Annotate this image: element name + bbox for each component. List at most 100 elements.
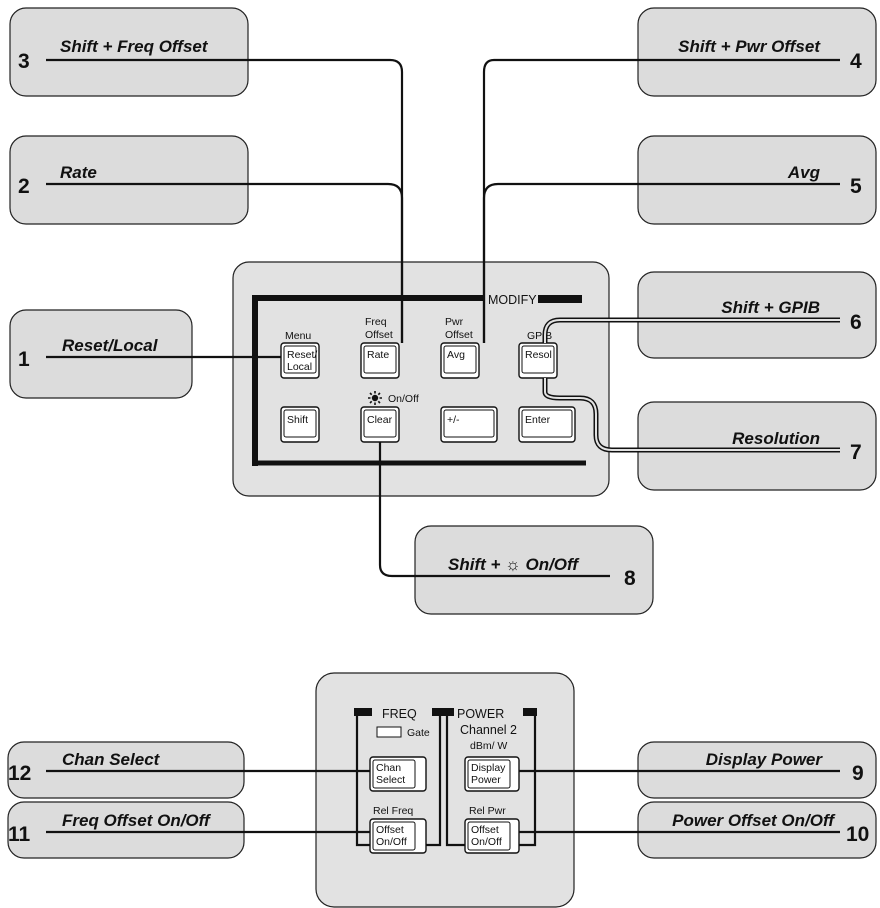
- sun-icon: ☼: [505, 555, 521, 574]
- callout-number-12: 12: [8, 762, 31, 785]
- chan-select-button-label-1: Chan: [376, 762, 401, 774]
- callout-number-9: 9: [852, 762, 864, 785]
- modify-indicator-block: [538, 295, 582, 303]
- label-gpib: GPIB: [527, 330, 552, 342]
- shift-button[interactable]: Shift: [280, 406, 320, 443]
- callout-label-12: Chan Select: [62, 750, 161, 769]
- freq-offset-on-off-button[interactable]: Offset On/Off: [369, 818, 427, 854]
- rel-freq-label: Rel Freq: [373, 805, 413, 817]
- callout-number-5: 5: [850, 175, 862, 198]
- callout-label-5: Avg: [787, 163, 821, 182]
- enter-button-label: Enter: [525, 414, 551, 426]
- display-power-button-label-1: Display: [471, 762, 506, 774]
- label-on-off: On/Off: [388, 393, 419, 405]
- callout-number-11: 11: [8, 823, 31, 846]
- freq-offset-button-label-1: Offset: [376, 824, 404, 836]
- leader-line-5: [482, 182, 840, 343]
- callout-label-8-suffix: On/Off: [521, 555, 581, 574]
- avg-button-label: Avg: [447, 349, 465, 361]
- display-power-button[interactable]: Display Power: [464, 756, 520, 792]
- callout-number-4: 4: [850, 50, 862, 73]
- callout-number-7: 7: [850, 441, 862, 464]
- leader-line-8: [378, 442, 610, 578]
- clear-button[interactable]: Clear: [360, 406, 400, 443]
- power-offset-button-label-1: Offset: [471, 824, 499, 836]
- power-offset-button-label-2: On/Off: [471, 836, 502, 848]
- callout-number-3: 3: [18, 50, 30, 73]
- reset-local-button[interactable]: Reset/ Local: [280, 342, 320, 379]
- power-section-title: POWER: [457, 707, 504, 721]
- callout-label-9: Display Power: [706, 750, 824, 769]
- callout-label-10: Power Offset On/Off: [672, 811, 836, 830]
- power-offset-on-off-button[interactable]: Offset On/Off: [464, 818, 520, 854]
- label-menu: Menu: [285, 330, 311, 342]
- label-pwr-offset: Offset: [445, 329, 473, 341]
- callout-box-6: [637, 271, 877, 359]
- callout-label-4: Shift + Pwr Offset: [678, 37, 821, 56]
- callout-box-8: [414, 525, 654, 615]
- chan-select-button[interactable]: Chan Select: [369, 756, 427, 792]
- resol-button-label: Resol: [525, 349, 552, 361]
- gate-indicator: [376, 726, 402, 738]
- rel-pwr-label: Rel Pwr: [469, 805, 506, 817]
- reset-local-button-label-1: Reset/: [287, 349, 317, 361]
- rate-button[interactable]: Rate: [360, 342, 400, 379]
- leader-line-6-inner: [544, 319, 840, 343]
- callout-label-3: Shift + Freq Offset: [60, 37, 209, 56]
- callout-number-1: 1: [18, 348, 30, 371]
- callout-label-7: Resolution: [732, 429, 820, 448]
- label-freq: Freq: [365, 316, 387, 328]
- label-pwr: Pwr: [445, 316, 464, 328]
- callout-label-6: Shift + GPIB: [721, 298, 820, 317]
- callout-number-6: 6: [850, 311, 862, 334]
- clear-button-label: Clear: [367, 414, 393, 426]
- callout-label-11: Freq Offset On/Off: [62, 811, 212, 830]
- sun-icon: [368, 391, 382, 405]
- freq-power-panel: FREQ POWER Gate Channel 2 dBm/ W Rel Fre…: [315, 672, 575, 908]
- gate-label: Gate: [407, 727, 430, 739]
- freq-section-title: FREQ: [382, 707, 417, 721]
- channel-label: Channel 2: [460, 723, 517, 737]
- shift-button-label: Shift: [287, 414, 308, 426]
- callout-boxes: [7, 7, 877, 859]
- modify-panel-title: MODIFY: [488, 293, 537, 307]
- callout-label-8-prefix: Shift +: [448, 555, 505, 574]
- callout-box-11: [7, 801, 245, 859]
- callout-box-1: [9, 309, 193, 399]
- callout-label-8: Shift + ☼ On/Off: [448, 555, 580, 574]
- label-freq-offset: Offset: [365, 329, 393, 341]
- power-frame-left-cap: [444, 708, 454, 716]
- callout-box-10: [637, 801, 877, 859]
- modify-panel-background: [232, 261, 610, 497]
- leader-line-7-inner: [544, 378, 840, 451]
- callout-label-1: Reset/Local: [62, 336, 159, 355]
- callout-box-5: [637, 135, 877, 225]
- freq-frame-right-cap: [432, 708, 444, 716]
- leader-line-2: [46, 182, 404, 343]
- display-power-button-label-2: Power: [471, 774, 501, 786]
- callout-box-7: [637, 401, 877, 491]
- enter-button[interactable]: Enter: [518, 406, 576, 443]
- plus-minus-button[interactable]: +/-: [440, 406, 498, 443]
- callout-box-2: [9, 135, 249, 225]
- callout-number-10: 10: [846, 823, 869, 846]
- leader-lines: [46, 58, 840, 834]
- rate-button-label: Rate: [367, 349, 389, 361]
- leader-line-4: [482, 58, 840, 343]
- callout-box-3: [9, 7, 249, 97]
- callout-labels: 3 Shift + Freq Offset 2 Rate 1 Reset/Loc…: [8, 37, 869, 846]
- chan-select-button-label-2: Select: [376, 774, 405, 786]
- plus-minus-button-label: +/-: [447, 414, 460, 426]
- callout-label-2: Rate: [60, 163, 97, 182]
- power-frame-right-cap: [523, 708, 537, 716]
- freq-frame-left-cap: [354, 708, 372, 716]
- unit-label: dBm/ W: [470, 740, 507, 752]
- freq-offset-button-label-2: On/Off: [376, 836, 407, 848]
- resol-button[interactable]: Resol: [518, 342, 558, 379]
- callout-number-2: 2: [18, 175, 30, 198]
- modify-panel: MODIFY Menu Freq Offset Pwr Offset GPIB …: [232, 261, 610, 497]
- reset-local-button-label-2: Local: [287, 361, 312, 373]
- leader-line-3: [46, 58, 404, 343]
- avg-button[interactable]: Avg: [440, 342, 480, 379]
